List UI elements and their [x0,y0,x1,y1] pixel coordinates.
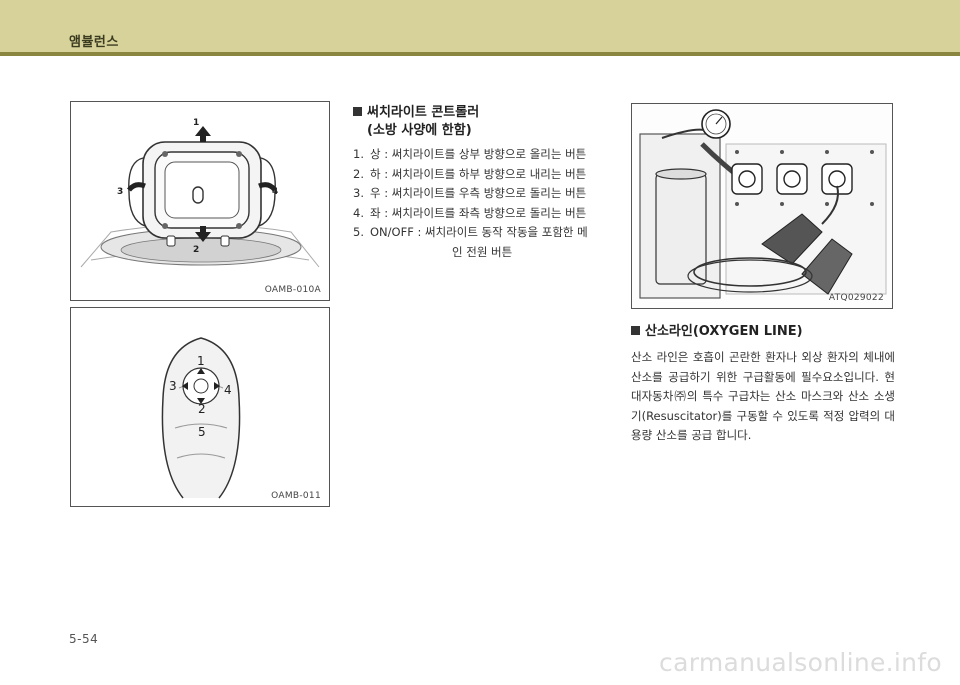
item-text: 하 : 써치라이트를 하부 방향으로 내리는 버튼 [370,166,587,181]
item-number: 5. [353,225,364,239]
ctrl-label-5: 5 [198,425,206,439]
oxygen-title: 산소라인(OXYGEN LINE) [645,324,803,339]
searchlight-button-list: 1. 상 : 써치라이트를 상부 방향으로 올리는 버튼 2. 하 : 써치라이트를… [353,145,623,262]
ctrl-label-3: 3 [169,379,177,393]
list-item: 5. ON/OFF : 써치라이트 동작 작동을 포함한 메 [353,223,623,243]
list-item-continuation: 인 전원 버튼 [353,243,623,263]
header-band [0,0,960,52]
page-number: 5-54 [69,632,99,646]
header-rule [0,52,960,56]
oxygen-line-photo: ATQ029022 [631,103,893,309]
searchlight-heading: 써치라이트 콘트롤러 (소방 사양에 한함) [353,104,613,140]
list-item: 2. 하 : 써치라이트를 하부 방향으로 내리는 버튼 [353,165,623,185]
list-item: 4. 좌 : 써치라이트를 좌측 방향으로 돌리는 버튼 [353,204,623,224]
searchlight-title: 써치라이트 콘트롤러 [367,105,480,120]
label-1: 1 [193,118,199,128]
searchlight-illustration: 1 2 3 4 [80,118,320,268]
bullet-square [631,326,640,335]
list-item: 3. 우 : 써치라이트를 우측 방향으로 돌리는 버튼 [353,184,623,204]
searchlight-subtitle: (소방 사양에 한함) [367,123,472,138]
item-text-continuation: 인 전원 버튼 [452,244,513,259]
item-number: 1. [353,147,364,161]
list-item: 1. 상 : 써치라이트를 상부 방향으로 올리는 버튼 [353,145,623,165]
item-text: 우 : 써치라이트를 우측 방향으로 돌리는 버튼 [370,186,587,200]
item-number: 4. [353,205,364,220]
oxygen-line-illustration [632,104,892,308]
oxygen-heading: 산소라인(OXYGEN LINE) [631,323,893,341]
bullet-square [353,107,362,116]
item-text: 좌 : 써치라이트를 좌측 방향으로 돌리는 버튼 [370,205,587,220]
item-text: 상 : 써치라이트를 상부 방향으로 올리는 버튼 [370,147,587,161]
figure-code: ATQ029022 [828,293,884,303]
searchlight-diagram: 1 2 3 4 OAMB-010A [70,101,330,301]
remote-controller-diagram: 1 2 3 4 5 OAMB-011 [70,307,330,507]
oxygen-description: 산소 라인은 호흡이 곤란한 환자나 외상 환자의 체내에 산소를 공급하기 위… [631,350,895,442]
item-number: 3. [353,186,364,200]
figure-code: OAMB-010A [264,285,321,295]
chapter-title: 앰뷸런스 [69,35,119,50]
ctrl-label-2: 2 [198,402,206,416]
label-4: 4 [272,187,278,197]
item-text: ON/OFF : 써치라이트 동작 작동을 포함한 메 [370,225,588,239]
item-number: 2. [353,166,364,181]
ctrl-label-1: 1 [197,354,205,368]
watermark: carmanualsonline.info [659,648,942,677]
figure-code: OAMB-011 [271,491,321,501]
remote-controller-illustration: 1 2 3 4 5 [161,337,241,499]
label-2: 2 [193,245,199,255]
label-3: 3 [117,187,123,197]
ctrl-label-4: 4 [224,383,232,397]
